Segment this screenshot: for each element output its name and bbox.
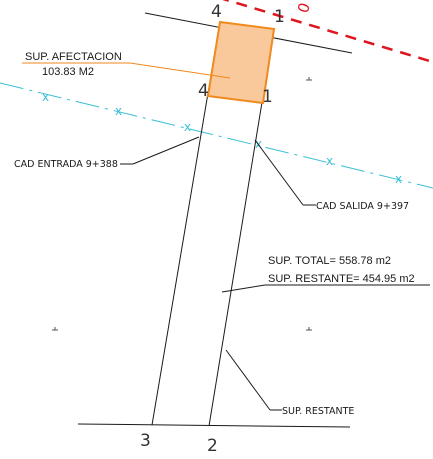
centerline-mark-1: x bbox=[42, 90, 49, 104]
grid-ticks bbox=[52, 77, 312, 331]
sup-restante-leader bbox=[221, 284, 266, 293]
cad-entrada-label: CAD ENTRADA 9+388 bbox=[14, 159, 118, 170]
centerline-mark-3: x bbox=[184, 120, 191, 134]
sup-afectacion-title: SUP. AFECTACION bbox=[25, 51, 122, 63]
sup-restante-bottom-label: SUP. RESTANTE bbox=[282, 406, 354, 417]
affectation-area bbox=[206, 20, 276, 105]
vertex-top-right: 1 bbox=[274, 7, 285, 27]
sup-afectacion-leader bbox=[129, 62, 231, 79]
vertex-bottom-right: 2 bbox=[207, 436, 218, 456]
vertex-mid-right: 1 bbox=[262, 87, 273, 107]
centerline-mark-5: x bbox=[326, 154, 333, 168]
sup-afectacion-value: 103.83 M2 bbox=[42, 66, 94, 78]
sup-restante-bottom-leader-a bbox=[225, 349, 271, 411]
bottom-boundary-line bbox=[77, 423, 351, 428]
sup-total-label: SUP. TOTAL= 558.78 m2 bbox=[268, 255, 391, 267]
row-mark-fragment: 0 bbox=[294, 1, 314, 16]
centerline-mark-6: x bbox=[395, 172, 402, 186]
cad-entrada-leader-b bbox=[132, 136, 200, 165]
centerline-mark-2: x bbox=[115, 104, 122, 118]
vertex-mid-left: 4 bbox=[198, 81, 209, 101]
right-of-way-line bbox=[222, 0, 433, 64]
vertex-top-left: 4 bbox=[211, 2, 222, 22]
cad-salida-leader-a bbox=[254, 139, 304, 206]
vertex-bottom-left: 3 bbox=[140, 431, 151, 451]
sup-restante-value-label: SUP. RESTANTE= 454.95 m2 bbox=[268, 273, 415, 285]
centerline bbox=[0, 82, 433, 189]
cad-salida-label: CAD SALIDA 9+397 bbox=[316, 201, 409, 212]
